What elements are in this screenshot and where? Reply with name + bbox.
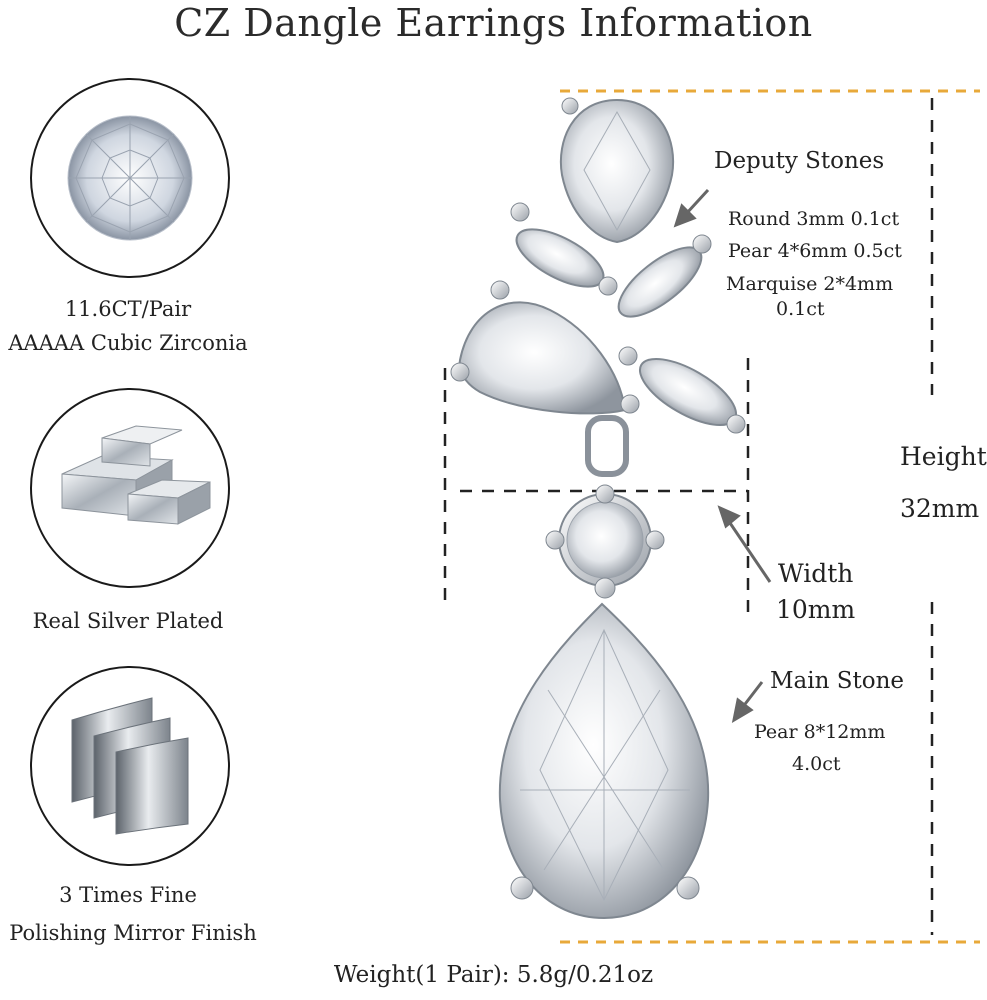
polished-sheets-icon [71, 697, 189, 835]
page-title: CZ Dangle Earrings Information [174, 1, 813, 45]
side-pear-stone [458, 301, 627, 415]
feature-label-silver: Real Silver Plated [32, 609, 224, 633]
height-label: Height [900, 442, 987, 471]
arrow-width [726, 519, 772, 583]
diamond-icon [67, 115, 193, 241]
main-pear-stone [498, 602, 710, 920]
feature-label-carat: 11.6CT/Pair [64, 297, 192, 321]
arrow-main-stone [740, 681, 764, 709]
weight-info: Weight(1 Pair): 5.8g/0.21oz [333, 962, 654, 988]
deputy-spec-round: Round 3mm 0.1ct [728, 208, 900, 230]
top-pear-stone [560, 97, 674, 244]
main-stone-spec-size: Pear 8*12mm [754, 721, 886, 743]
feature-label-zirconia: AAAAA Cubic Zirconia [8, 331, 248, 355]
connector-link [585, 415, 629, 477]
feature-label-polish-2: Polishing Mirror Finish [9, 921, 257, 945]
deputy-spec-marquise: Marquise 2*4mm [726, 273, 894, 295]
height-guides [560, 89, 980, 944]
feature-circle-silver [30, 388, 230, 588]
feature-circle-polish [30, 666, 230, 866]
width-value: 10mm [776, 595, 856, 624]
main-stone-spec-carat: 4.0ct [792, 753, 841, 775]
silver-bar-icon [61, 425, 211, 525]
feature-circle-diamond [30, 78, 230, 278]
feature-label-polish-1: 3 Times Fine [59, 883, 197, 907]
main-stone-title: Main Stone [770, 668, 905, 694]
width-label: Width [778, 559, 854, 588]
deputy-stones-title: Deputy Stones [714, 148, 885, 174]
arrow-deputy-stones [684, 188, 710, 216]
round-stone [545, 484, 665, 599]
deputy-spec-pear: Pear 4*6mm 0.5ct [728, 240, 902, 262]
deputy-spec-marquise-ct: 0.1ct [776, 298, 825, 320]
height-value: 32mm [900, 494, 980, 523]
